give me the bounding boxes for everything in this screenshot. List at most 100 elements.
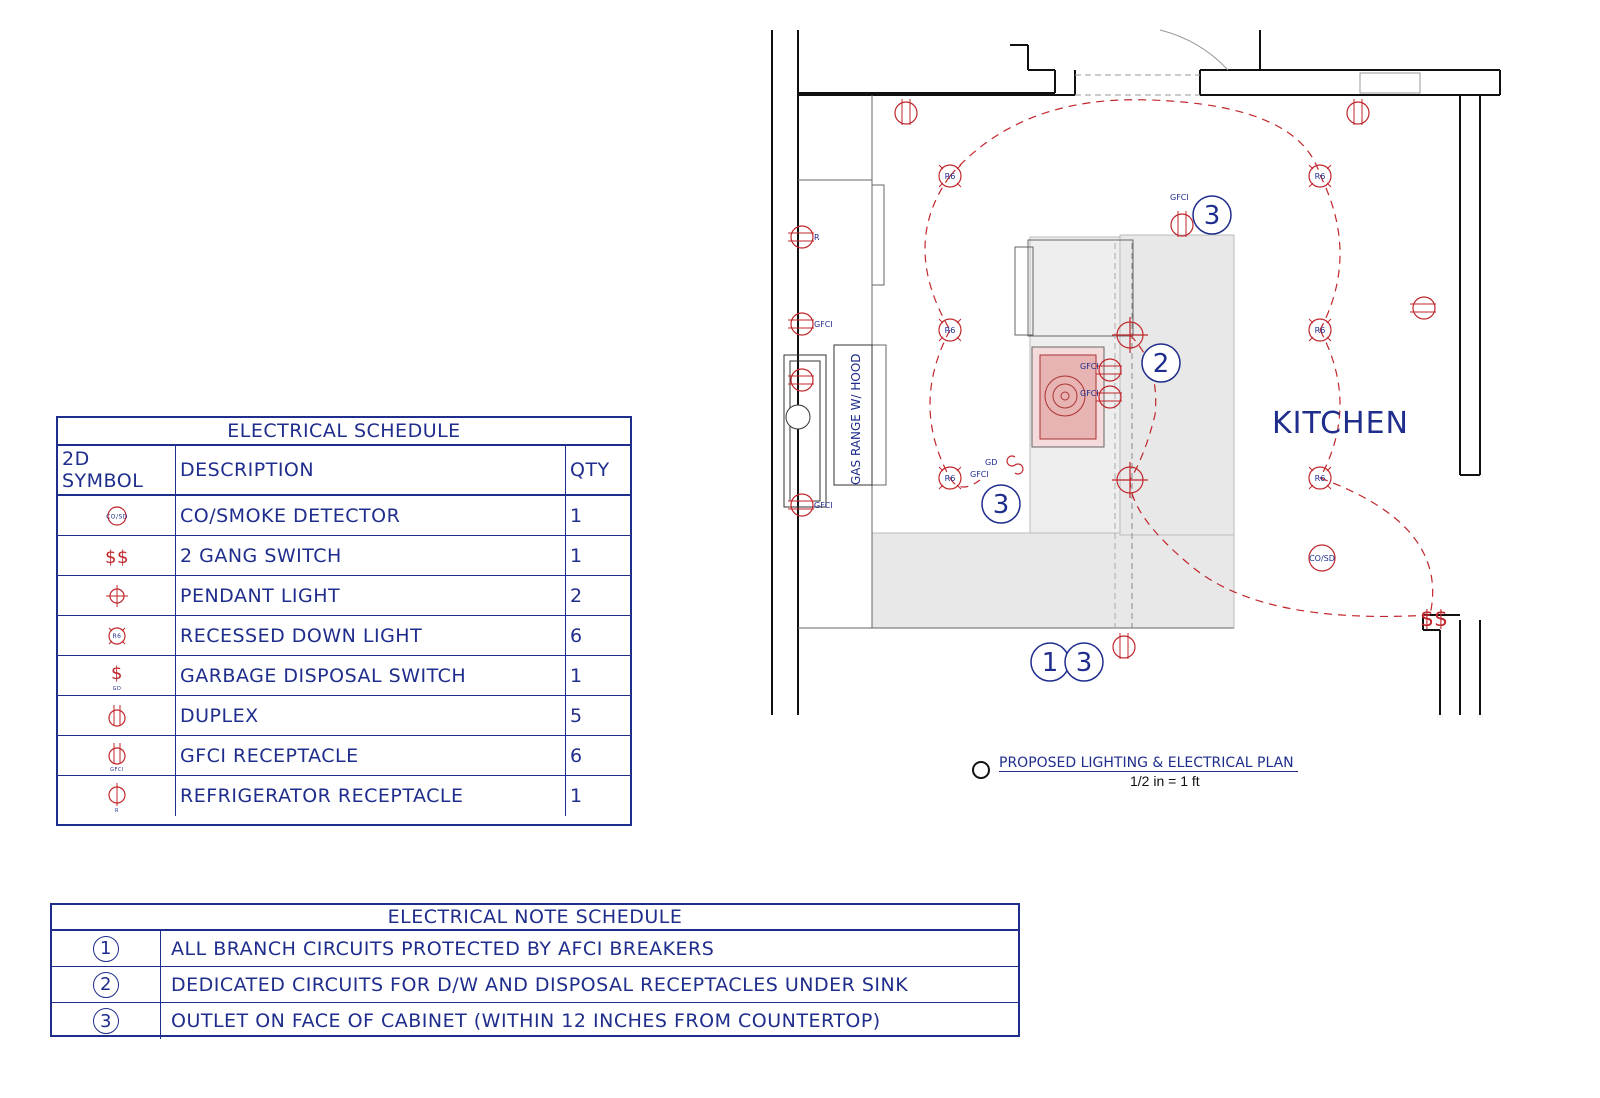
schedule-qty: 1 [570,544,583,567]
schedule-symbol-cell: R6 [58,616,176,655]
kitchen-floor-plan: GAS RANGE W/ HOOD R6 R6 R6 R6 [771,29,1501,715]
svg-text:R6: R6 [112,633,121,640]
note-callouts: 3 2 3 1 3 [981,195,1232,682]
pendant-light-1 [1112,317,1148,353]
receptacle [788,368,814,392]
refrigerator-receptacle-icon: R [107,783,126,813]
walls [771,30,1501,715]
schedule-qty: 6 [570,744,583,767]
schedule-qty: 2 [570,584,583,607]
svg-text:$$: $$ [105,547,129,568]
recessed-light: R6 [1308,164,1332,188]
co-smoke-detector: CO/SD [1308,544,1336,572]
schedule-description: 2 GANG SWITCH [176,536,566,575]
note-number-circle: 3 [93,1008,119,1034]
svg-text:R6: R6 [945,474,956,483]
note-number-cell: 2 [52,967,161,1002]
note-number-cell: 3 [52,1003,161,1039]
recessed-light: R6 [938,318,962,342]
receptacle [1346,99,1370,125]
note-callout-3-top: 3 [1192,195,1232,235]
svg-text:CO/SD: CO/SD [106,513,128,520]
schedule-description: CO/SMOKE DETECTOR [176,496,566,535]
electrical-schedule-title: ELECTRICAL SCHEDULE [58,418,630,446]
gd-tag: GD [985,458,997,467]
schedule-description: REFRIGERATOR RECEPTACLE [176,776,566,816]
plan-scale: 1/2 in = 1 ft [1130,773,1200,789]
schedule-description: GARBAGE DISPOSAL SWITCH [176,656,566,695]
receptacle [1112,633,1136,659]
schedule-qty: 1 [570,785,583,807]
note-text: OUTLET ON FACE OF CABINET (WITHIN 12 INC… [171,1010,881,1032]
note-callout-1-bottom: 1 [1030,642,1070,682]
note-callout-2: 2 [1141,343,1181,383]
duplex-icon [107,704,126,727]
svg-text:R: R [115,808,119,813]
two-gang-switch-icon: $$ [105,547,129,568]
schedule-symbol-cell: GFCI [58,736,176,775]
column-header-description: DESCRIPTION [176,446,566,494]
room-label-kitchen: KITCHEN [1272,406,1409,441]
svg-text:3: 3 [993,490,1010,520]
recessed-light: R6 [1308,466,1332,490]
svg-text:3: 3 [1076,648,1093,678]
note-number-cell: 1 [52,931,161,966]
schedule-symbol-cell: CO/SD [58,496,176,535]
svg-text:2: 2 [1153,349,1170,379]
schedule-description: PENDANT LIGHT [176,576,566,615]
note-row: 3 OUTLET ON FACE OF CABINET (WITHIN 12 IN… [52,1003,1018,1039]
garbage-disposal-switch: GD [985,455,1024,475]
schedule-description: GFCI RECEPTACLE [176,736,566,775]
pendant-lights [1112,317,1148,498]
electrical-schedule-table: ELECTRICAL SCHEDULE 2D SYMBOL DESCRIPTIO… [56,416,632,826]
gfci-tag: GFCI [1080,389,1099,398]
svg-text:GFCI: GFCI [814,501,833,510]
svg-text:R6: R6 [1315,172,1326,181]
receptacle: GFCI [788,312,833,336]
schedule-qty: 1 [570,504,583,527]
svg-text:R: R [814,233,820,242]
schedule-symbol-cell [58,576,176,615]
range-label: GAS RANGE W/ HOOD [849,353,863,485]
receptacle [1170,211,1194,237]
schedule-symbol-cell: $$ [58,536,176,575]
recessed-light: R6 [1308,318,1332,342]
note-row: 1 ALL BRANCH CIRCUITS PROTECTED BY AFCI B… [52,931,1018,967]
two-gang-switch: $$ [1420,607,1448,632]
electrical-note-schedule: ELECTRICAL NOTE SCHEDULE 1 ALL BRANCH CIR… [50,903,1020,1039]
kitchen-sink [1031,346,1105,448]
note-callout-3-bottom: 3 [1064,642,1104,682]
pendant-light-icon [105,584,128,607]
schedule-symbol-cell: $GD [58,656,176,695]
schedule-description: RECESSED DOWN LIGHT [176,616,566,655]
recessed-lights: R6 R6 R6 R6 R6 R6 [938,164,1332,490]
plan-title-marker [972,761,990,779]
schedule-qty: 1 [570,664,583,687]
switch-legs [924,99,1434,617]
gfci-tag: GFCI [1080,362,1099,371]
column-header-qty: QTY [570,459,610,481]
disposal-switch-icon: $GD [111,663,123,692]
receptacle: GFCI [788,493,833,517]
note-text: ALL BRANCH CIRCUITS PROTECTED BY AFCI BR… [171,937,715,960]
note-schedule-title: ELECTRICAL NOTE SCHEDULE [52,905,1018,931]
schedule-symbol-cell [58,696,176,735]
receptacle [1096,385,1122,409]
gas-range [783,344,873,508]
countertops [871,234,1235,629]
recessed-light: R6 [938,466,962,490]
svg-text:R6: R6 [945,172,956,181]
gfci-tag: GFCI [970,470,989,479]
svg-text:$: $ [111,663,123,684]
receptacle [1410,296,1436,320]
note-callout-3-left: 3 [981,484,1021,524]
receptacle [1096,358,1122,382]
svg-text:R6: R6 [1315,474,1326,483]
